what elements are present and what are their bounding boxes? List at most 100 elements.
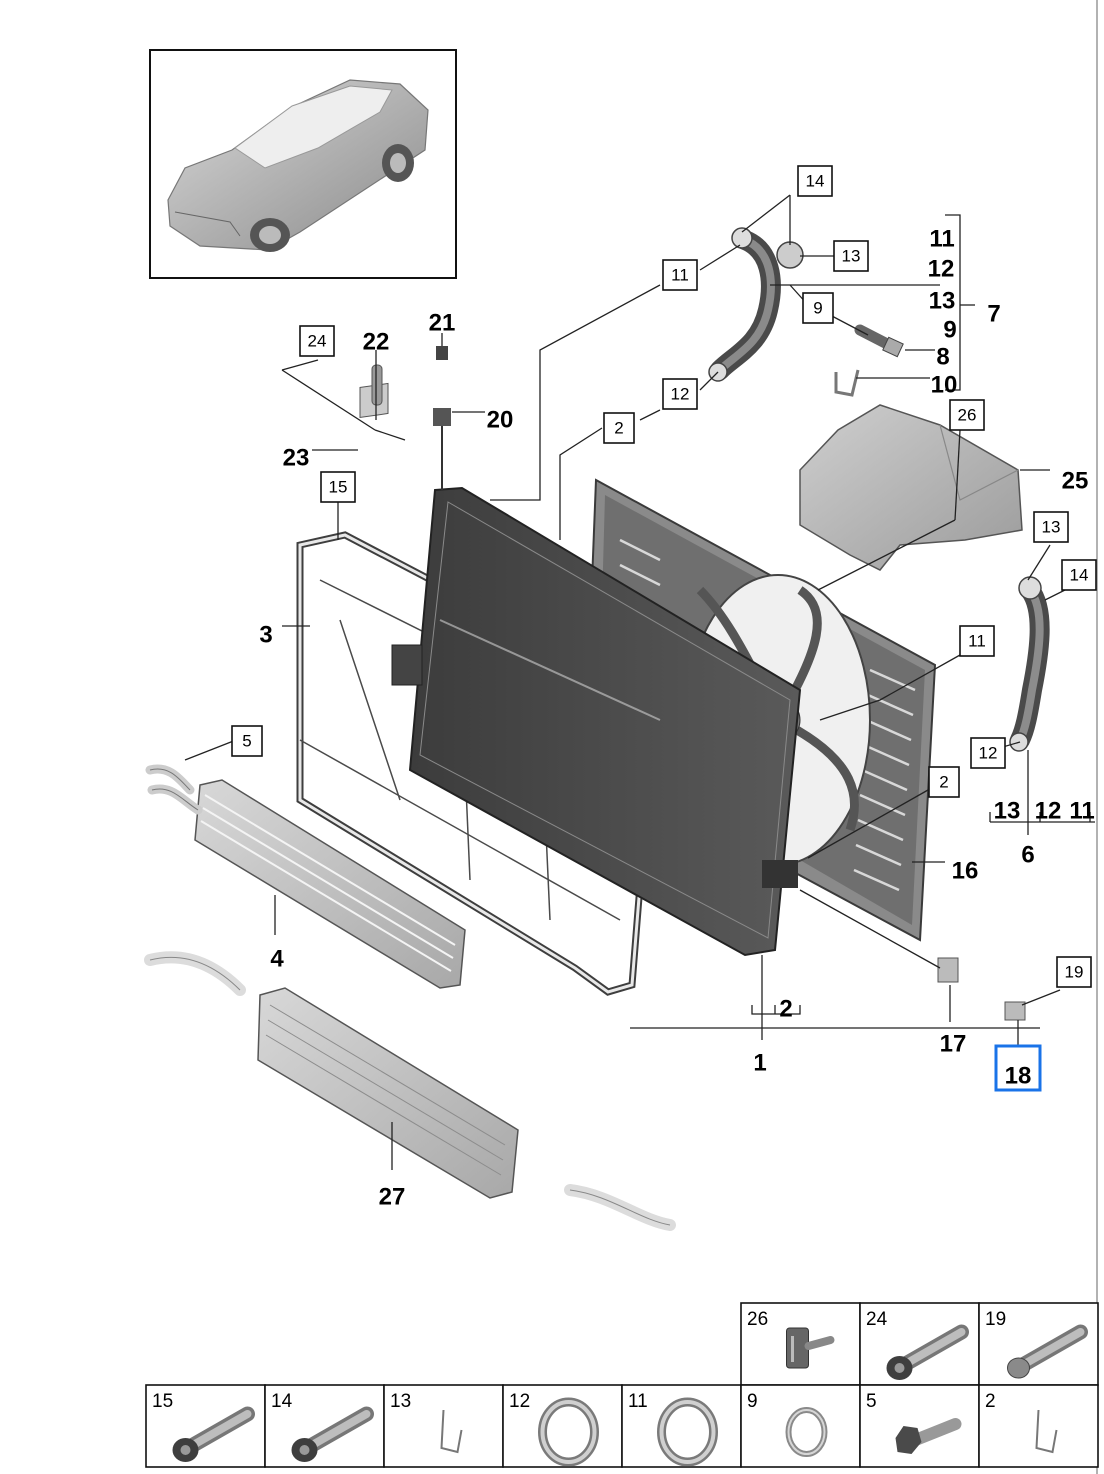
spring-clip-icon: [440, 1409, 463, 1454]
callout-label: 14: [806, 171, 825, 190]
callout-23[interactable]: 23: [283, 444, 310, 471]
callout-7[interactable]: 7: [987, 300, 1000, 327]
callout-11b[interactable]: 11: [929, 225, 954, 252]
fastener-cell-24[interactable]: 24: [859, 1302, 980, 1386]
clip-nut-icon: [786, 1327, 835, 1369]
boxed-callout-12a[interactable]: 12: [662, 378, 698, 410]
rubber-mount: [937, 957, 959, 983]
callout-box: [1061, 559, 1097, 591]
boxed-callout-19[interactable]: 19: [1056, 956, 1092, 988]
boxed-callout-11a[interactable]: 11: [662, 259, 698, 291]
radiator-core: [391, 486, 802, 957]
fastener-cell-19[interactable]: 19: [978, 1302, 1099, 1386]
callout-2b[interactable]: 2: [779, 995, 792, 1022]
flange-bolt-icon: [291, 1406, 374, 1462]
cell-label: 2: [985, 1391, 996, 1412]
callout-box: [959, 625, 995, 657]
callout-22[interactable]: 22: [363, 328, 390, 355]
cell-label: 13: [390, 1391, 411, 1412]
callout-box: [299, 325, 335, 357]
callout-box: [231, 725, 263, 757]
boxed-callout-13d[interactable]: 13: [1033, 511, 1069, 543]
callout-16[interactable]: 16: [952, 857, 979, 884]
boxed-callout-5[interactable]: 5: [231, 725, 263, 757]
callout-3[interactable]: 3: [259, 621, 272, 648]
cell-border: [264, 1384, 385, 1468]
lower-cooler: [144, 951, 676, 1231]
cell-label: 11: [628, 1391, 648, 1412]
temperature-sensor: [854, 324, 904, 358]
callout-11c[interactable]: 11: [1069, 797, 1094, 824]
fastener-cell-15[interactable]: 15: [145, 1384, 266, 1468]
mount-bracket: [359, 346, 451, 490]
callout-25[interactable]: 25: [1062, 467, 1089, 494]
callout-8[interactable]: 8: [936, 343, 949, 370]
boxed-callout-15[interactable]: 15: [320, 471, 356, 503]
callout-12b[interactable]: 12: [928, 255, 955, 282]
fastener-cell-11[interactable]: 11: [621, 1384, 742, 1468]
callout-label: 15: [329, 477, 348, 496]
boxed-callout-14d[interactable]: 14: [1061, 559, 1097, 591]
boxed-callout-12d[interactable]: 12: [970, 737, 1006, 769]
callout-27[interactable]: 27: [379, 1183, 406, 1210]
cell-label: 12: [509, 1391, 530, 1412]
boxed-callout-2a[interactable]: 2: [603, 412, 635, 444]
boxed-callout-24[interactable]: 24: [299, 325, 335, 357]
boxed-callout-2d[interactable]: 2: [928, 766, 960, 798]
callout-box: [1033, 511, 1069, 543]
fastener-cell-26[interactable]: 26: [740, 1302, 861, 1386]
cell-label: 9: [747, 1391, 758, 1412]
boxed-callout-11d[interactable]: 11: [959, 625, 995, 657]
fastener-cell-5[interactable]: 5: [859, 1384, 980, 1468]
boxed-callout-26[interactable]: 26: [949, 399, 985, 431]
boxed-callout-13a[interactable]: 13: [833, 240, 869, 272]
fastener-cell-13[interactable]: 13: [383, 1384, 504, 1468]
callout-21[interactable]: 21: [429, 309, 456, 336]
callout-label: 11: [671, 265, 689, 284]
side-coolant-hose: [1009, 576, 1050, 752]
callout-box: [320, 471, 356, 503]
o-ring-icon: [657, 1397, 718, 1467]
vehicle-icon: [167, 79, 429, 252]
callout-6[interactable]: 6: [1021, 841, 1034, 868]
retaining-clip: [834, 369, 860, 397]
boxed-callout-14a[interactable]: 14: [797, 165, 833, 197]
bolt-icon: [1007, 1324, 1088, 1379]
callout-12c[interactable]: 12: [1035, 797, 1062, 824]
cell-label: 14: [271, 1391, 293, 1412]
flange-bolt-icon: [886, 1324, 969, 1380]
callout-20[interactable]: 20: [487, 406, 514, 433]
fastener-cell-12[interactable]: 12: [502, 1384, 623, 1468]
callout-17[interactable]: 17: [940, 1030, 967, 1057]
upper-coolant-hose: [708, 227, 804, 382]
fastener-cell-2[interactable]: 2: [978, 1384, 1099, 1468]
callout-1[interactable]: 1: [753, 1049, 766, 1076]
callout-box: [662, 259, 698, 291]
cell-border: [145, 1384, 266, 1468]
callout-18[interactable]: 18: [1005, 1062, 1032, 1089]
spring-clip-icon: [1035, 1409, 1058, 1454]
callout-label: 2: [614, 418, 623, 437]
callout-label: 11: [968, 631, 986, 650]
callout-4[interactable]: 4: [270, 945, 284, 972]
seal-ring-icon: [785, 1407, 828, 1457]
callout-label: 12: [671, 384, 690, 403]
flange-bolt-icon: [172, 1406, 255, 1462]
callout-10[interactable]: 10: [931, 371, 958, 398]
callout-label: 13: [1042, 517, 1061, 536]
callout-13c[interactable]: 13: [994, 797, 1021, 824]
fastener-cell-14[interactable]: 14: [264, 1384, 385, 1468]
cell-label: 24: [866, 1309, 888, 1330]
cell-label: 5: [866, 1391, 877, 1412]
callout-box: [928, 766, 960, 798]
callout-label: 13: [842, 246, 861, 265]
callout-9b[interactable]: 9: [943, 316, 956, 343]
boxed-callout-9a[interactable]: 9: [802, 292, 834, 324]
callout-label: 19: [1065, 962, 1084, 981]
cell-label: 15: [152, 1391, 173, 1412]
fastener-cell-9[interactable]: 9: [740, 1384, 861, 1468]
callout-label: 9: [813, 298, 822, 317]
callout-13b[interactable]: 13: [929, 287, 956, 314]
